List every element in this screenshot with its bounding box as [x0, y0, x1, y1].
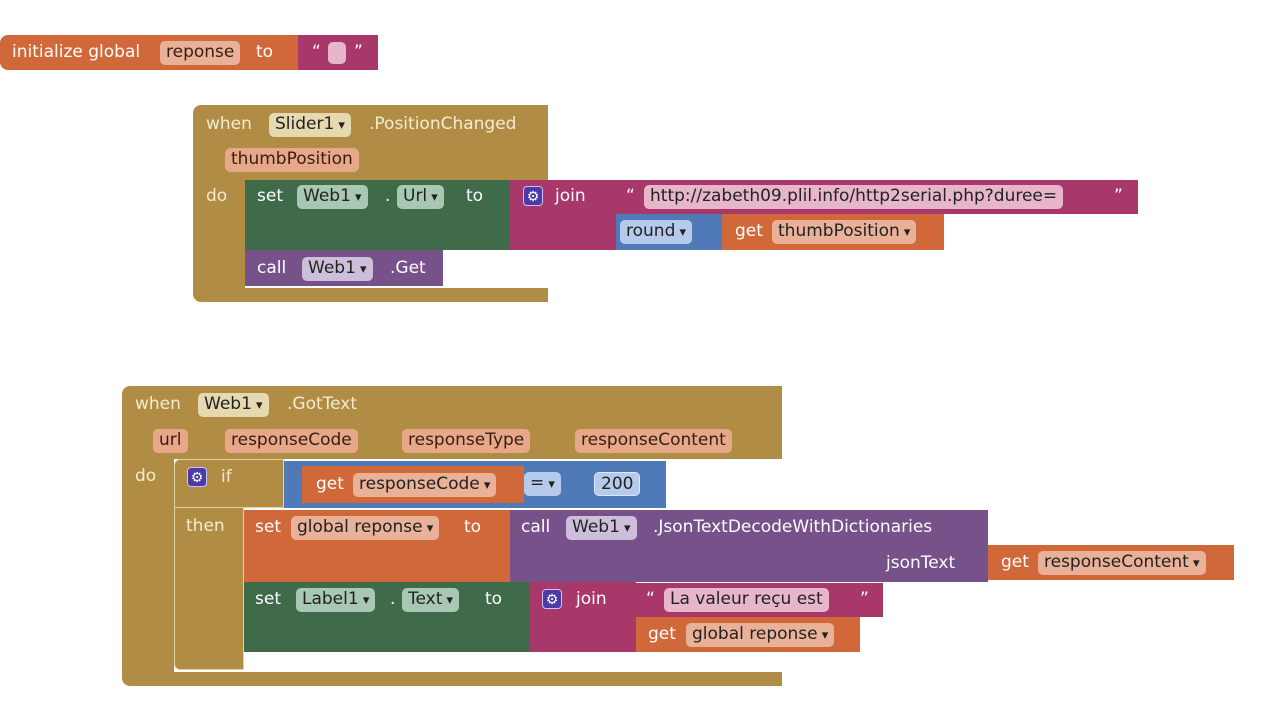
get-variable-dropdown[interactable]: thumbPosition	[772, 220, 917, 244]
gear-icon[interactable]: ⚙	[187, 467, 207, 487]
param-thumbposition[interactable]: thumbPosition	[225, 148, 359, 172]
join-block-label[interactable]: ⚙ join	[530, 582, 636, 652]
to-label: to	[485, 589, 503, 609]
get-label: get	[648, 624, 676, 644]
slider-position-changed-event[interactable]: when Slider1 .PositionChanged thumbPosit…	[193, 105, 548, 180]
slider-event-footer	[193, 288, 548, 302]
open-quote: “	[312, 42, 321, 62]
global-variable-name-field[interactable]: reponse	[160, 41, 241, 65]
web-event-footer	[122, 672, 782, 686]
json-decode-block[interactable]: call Web1 .JsonTextDecodeWithDictionarie…	[510, 510, 988, 582]
get-label: get	[735, 221, 763, 241]
get-responsecontent-block[interactable]: get responseContent	[988, 545, 1234, 580]
join-block-url[interactable]: ⚙ join	[510, 180, 618, 250]
close-quote: ”	[354, 42, 363, 62]
if-block[interactable]: ⚙ if	[174, 459, 284, 508]
call-label: call	[257, 258, 287, 278]
get-thumbposition-block[interactable]: get thumbPosition	[722, 214, 944, 250]
do-section-slider: do	[193, 180, 245, 290]
then-label: then	[186, 516, 225, 536]
get-label: get	[316, 474, 344, 494]
set-label: set	[257, 186, 283, 206]
set-label1-text-block[interactable]: set Label1 . Text to	[244, 582, 530, 652]
get-variable-dropdown[interactable]: responseCode	[353, 473, 497, 497]
get-responsecode-block[interactable]: get responseCode	[302, 466, 524, 503]
open-quote: “	[646, 589, 655, 609]
param-responsetype[interactable]: responseType	[402, 429, 531, 453]
number-value-field[interactable]: 200	[594, 472, 641, 496]
method-name: .Get	[390, 258, 426, 278]
if-label: if	[221, 467, 232, 487]
join-label: join	[576, 589, 607, 609]
get-label: get	[1001, 552, 1029, 572]
label1-component-dropdown[interactable]: Label1	[296, 588, 376, 612]
call-web1-get-block[interactable]: call Web1 .Get	[245, 250, 443, 286]
get-variable-dropdown[interactable]: responseContent	[1038, 551, 1206, 575]
call-label: call	[521, 517, 551, 537]
param-responsecode[interactable]: responseCode	[225, 429, 358, 453]
get-global-reponse-block[interactable]: get global reponse	[636, 617, 860, 652]
dot-label: .	[390, 589, 396, 609]
url-string-field[interactable]: http://zabeth09.plil.info/http2serial.ph…	[644, 185, 1064, 209]
gear-icon[interactable]: ⚙	[542, 589, 562, 609]
initialize-global-block[interactable]: initialize global reponse to	[0, 35, 298, 70]
set-label: set	[255, 589, 281, 609]
jsontext-arg-label: jsonText	[886, 553, 956, 573]
param-url[interactable]: url	[153, 429, 188, 453]
event-name: .PositionChanged	[369, 114, 517, 134]
get-variable-dropdown[interactable]: global reponse	[686, 623, 835, 647]
join-label: join	[555, 186, 586, 206]
param-responsecontent[interactable]: responseContent	[575, 429, 732, 453]
url-property-dropdown[interactable]: Url	[397, 185, 444, 209]
set-web1-url-block[interactable]: set Web1 . Url to	[245, 180, 510, 250]
when-label: when	[135, 394, 181, 414]
text-property-dropdown[interactable]: Text	[402, 588, 460, 612]
web1-component-dropdown[interactable]: Web1	[566, 516, 637, 540]
web1-component-dropdown[interactable]: Web1	[302, 257, 373, 281]
label-text-string-field[interactable]: La valeur reçu est	[664, 588, 829, 612]
initialize-global-label: initialize global	[12, 42, 141, 62]
open-quote: “	[626, 186, 635, 206]
gear-icon[interactable]: ⚙	[523, 186, 543, 206]
do-label: do	[206, 186, 228, 206]
do-section-web: do	[122, 459, 174, 674]
string-value-field[interactable]	[328, 42, 346, 64]
event-name: .GotText	[287, 394, 358, 414]
global-variable-dropdown[interactable]: global reponse	[291, 516, 440, 540]
close-quote: ”	[1114, 186, 1123, 206]
web1-component-dropdown[interactable]: Web1	[198, 393, 269, 417]
do-label: do	[135, 466, 157, 486]
dot-label: .	[385, 186, 391, 206]
close-quote: ”	[860, 589, 869, 609]
to-label: to	[256, 42, 274, 62]
to-label: to	[464, 517, 482, 537]
round-block[interactable]: round	[616, 214, 722, 250]
slider-component-dropdown[interactable]: Slider1	[269, 113, 351, 137]
set-global-reponse-block[interactable]: set global reponse to	[244, 510, 510, 582]
when-label: when	[206, 114, 252, 134]
method-name: .JsonTextDecodeWithDictionaries	[653, 517, 933, 537]
url-string-block[interactable]: “ http://zabeth09.plil.info/http2serial.…	[616, 180, 1138, 214]
round-dropdown[interactable]: round	[620, 220, 693, 244]
web1-component-dropdown[interactable]: Web1	[297, 185, 368, 209]
label-text-string-block[interactable]: “ La valeur reçu est ”	[636, 583, 883, 617]
web1-gottext-event[interactable]: when Web1 .GotText url responseCode resp…	[122, 386, 782, 459]
operator-dropdown[interactable]: =	[524, 472, 561, 496]
set-label: set	[255, 517, 281, 537]
then-section: then	[174, 508, 244, 670]
empty-string-block[interactable]: “ ”	[298, 35, 378, 70]
to-label: to	[466, 186, 484, 206]
